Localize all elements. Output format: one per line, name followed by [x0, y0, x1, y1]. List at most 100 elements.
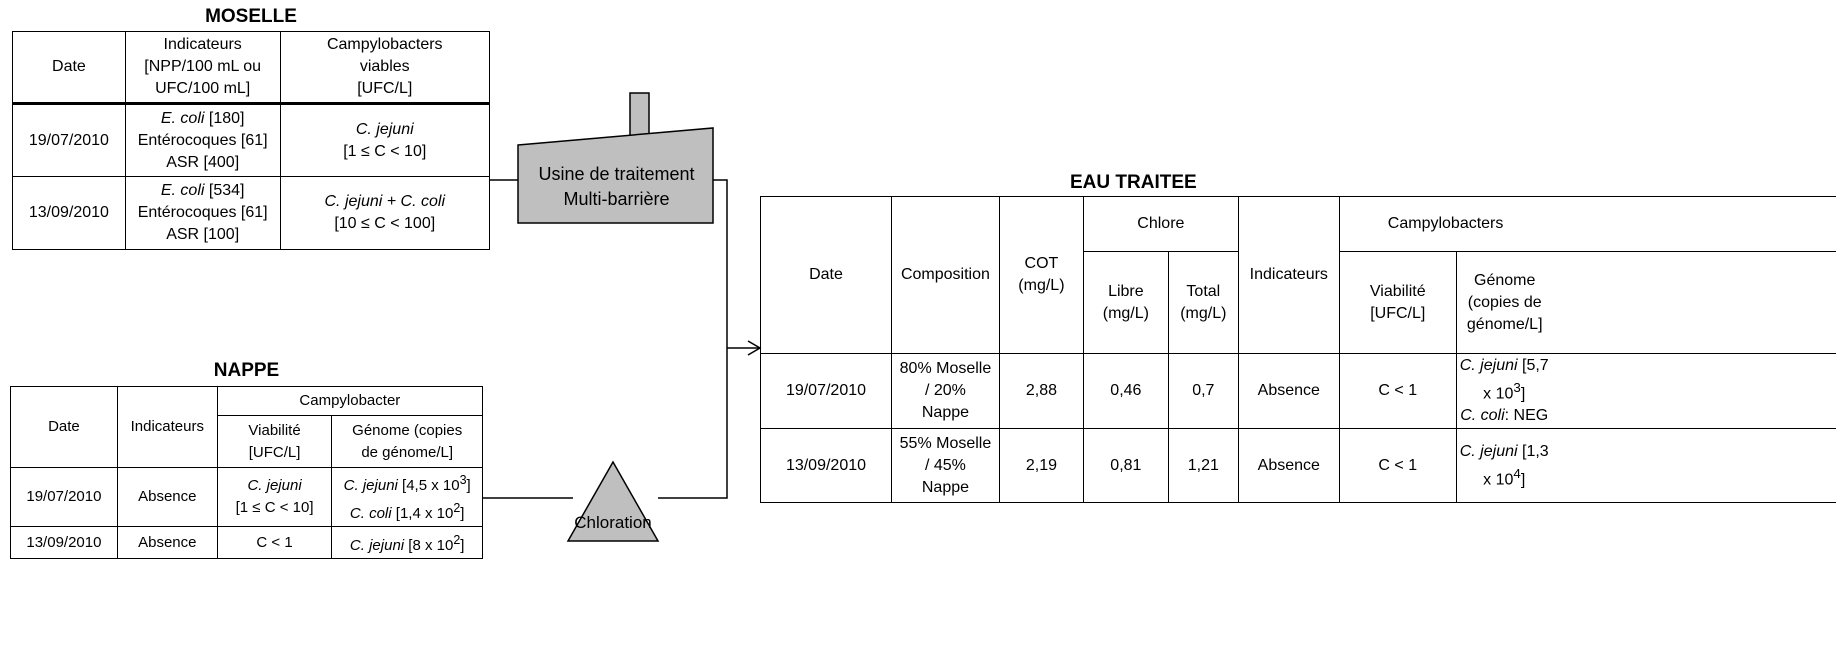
- moselle-row2-asr: ASR [100]: [166, 226, 240, 243]
- nappe-header-viab-line2: [UFC/L]: [248, 443, 301, 461]
- nappe-row1-g2-species: C. coli: [349, 505, 392, 522]
- eau-row1-cot: 2,88: [998, 352, 1084, 430]
- chloration-label: Chloration: [574, 513, 652, 532]
- eau-header-indicateurs: Indicateurs: [1237, 196, 1340, 354]
- eau-header-genome-line3: génome/L]: [1466, 315, 1543, 333]
- usine-line1: Usine de traitement: [538, 164, 695, 184]
- moselle-header-campy-line3: [UFC/L]: [357, 80, 413, 97]
- moselle-row2-campy-range: [10 ≤ C < 100]: [334, 215, 436, 232]
- nappe-row2-indicateurs: Absence: [116, 526, 218, 559]
- eau-row2-viabilite: C < 1: [1338, 428, 1457, 504]
- nappe-row1-g2-exp: 2: [453, 501, 461, 515]
- eau-row1-genome: C. jejuni [5,7 x 103] C. coli: NEG: [1455, 352, 1836, 430]
- moselle-table: Date Indicateurs [NPP/100 mL ou UFC/100 …: [12, 31, 491, 250]
- eau-row1-indicateurs: Absence: [1237, 352, 1340, 430]
- eau-traitee-table: Date Composition COT (mg/L) Chlore Indic…: [760, 196, 1836, 504]
- nappe-row1-viabilite: C. jejuni [1 ≤ C < 10]: [216, 467, 333, 527]
- nappe-row1-g1-species: C. jejuni: [343, 477, 398, 494]
- nappe-row1-g1-end: ]: [466, 477, 471, 494]
- eau-row1-composition: 80% Moselle / 20% Nappe: [890, 352, 1000, 430]
- nappe-row2-g1-exp: 2: [453, 532, 461, 547]
- eau-row2-g-val: [1,3: [1517, 442, 1549, 460]
- eau-row1-viabilite: C < 1: [1338, 352, 1457, 430]
- eau-header-libre-line2: (mg/L): [1102, 304, 1149, 322]
- eau-row2-genome: C. jejuni [1,3 x 104]: [1455, 428, 1836, 504]
- moselle-row2-date: 13/09/2010: [12, 176, 126, 250]
- moselle-row2-campy: C. jejuni + C. coli [10 ≤ C < 100]: [279, 176, 491, 250]
- moselle-header-campy-line2: viables: [359, 58, 410, 75]
- nappe-row1-g1-exp: 3: [459, 473, 467, 487]
- eau-row1-g-exp: 3: [1513, 380, 1521, 395]
- eau-row2-indicateurs: Absence: [1237, 428, 1340, 504]
- eau-header-viab-line1: Viabilité: [1369, 282, 1426, 300]
- eau-header-viab-line2: [UFC/L]: [1370, 304, 1426, 322]
- nappe-title: NAPPE: [213, 360, 280, 381]
- eau-row2-date: 13/09/2010: [760, 428, 892, 504]
- nappe-row2-g1-val: [8 x 10: [404, 536, 454, 554]
- eau-row1-date: 19/07/2010: [760, 352, 892, 430]
- eau-header-genome-line2: (copies de: [1467, 293, 1542, 311]
- eau-row1-comp-line1: 80% Moselle: [899, 360, 992, 378]
- eau-header-viabilite: Viabilité [UFC/L]: [1338, 251, 1457, 354]
- moselle-row2-indicateurs: E. coli [534] Entérocoques [61] ASR [100…: [124, 176, 281, 250]
- eau-header-total-line2: (mg/L): [1180, 304, 1227, 322]
- eau-row1-g-val2: : NEG: [1504, 407, 1549, 425]
- moselle-row1-entero: Entérocoques [61]: [137, 131, 268, 149]
- eau-row2-comp-line3: Nappe: [921, 478, 970, 496]
- eau-header-row1: Date Composition COT (mg/L) Chlore Indic…: [760, 196, 1836, 354]
- moselle-header-campylobacters: Campylobacters viables [UFC/L]: [279, 31, 491, 105]
- nappe-table: Date Indicateurs Campylobacter Viabilité…: [10, 386, 484, 559]
- nappe-header-date: Date: [10, 386, 118, 468]
- eau-row1-comp-line2: / 20%: [924, 382, 966, 400]
- eau-header-genome: Génome (copies de génome/L]: [1455, 251, 1836, 354]
- nappe-row1-date: 19/07/2010: [10, 467, 118, 527]
- eau-traitee-title: EAU TRAITEE: [1070, 172, 1197, 193]
- eau-header-campylobacters: Campylobacters: [1338, 196, 1836, 252]
- chloration-triangle: [566, 460, 660, 542]
- eau-row2-comp-line1: 55% Moselle: [899, 434, 992, 452]
- eau-header-total: Total (mg/L): [1167, 251, 1239, 354]
- eau-row2-cot: 2,19: [998, 428, 1084, 504]
- eau-row2-libre: 0,81: [1082, 428, 1169, 504]
- eau-row1-g-val: [5,7: [1517, 357, 1549, 374]
- eau-row1-total: 0,7: [1167, 352, 1239, 430]
- nappe-row1-indicateurs: Absence: [116, 467, 218, 527]
- moselle-title: MOSELLE: [205, 6, 297, 27]
- eau-header-cot-line2: (mg/L): [1018, 277, 1065, 294]
- nappe-row2-g1-end: ]: [460, 536, 465, 554]
- moselle-row1-date: 19/07/2010: [12, 103, 126, 177]
- eau-header-libre-line1: Libre: [1108, 282, 1144, 300]
- eau-row1-g-species: C. jejuni: [1459, 357, 1518, 374]
- nappe-row1-g2-end: ]: [460, 505, 465, 522]
- eau-row1-g-l2: x 10: [1483, 385, 1514, 403]
- eau-row1-g-species2: C. coli: [1460, 407, 1505, 425]
- eau-header-cot-line1: COT: [1024, 255, 1059, 272]
- eau-row2-comp-line2: / 45%: [924, 456, 966, 474]
- usine-building: [517, 127, 714, 224]
- moselle-header-indicateurs: Indicateurs [NPP/100 mL ou UFC/100 mL]: [124, 31, 281, 105]
- moselle-row1-ecoli-name: E. coli: [160, 109, 205, 127]
- eau-header-chlore: Chlore: [1082, 196, 1239, 252]
- usine-label: Usine de traitement Multi-barrière: [520, 162, 713, 212]
- eau-row2-g-species: C. jejuni: [1459, 442, 1518, 460]
- nappe-row2-g1-species: C. jejuni: [349, 536, 405, 554]
- arrow-head: [747, 340, 762, 356]
- eau-row2-g-l2: x 10: [1483, 470, 1514, 488]
- nappe-row-1: 19/07/2010 Absence C. jejuni [1 ≤ C < 10…: [10, 467, 483, 527]
- moselle-row1-ecoli-val: [180]: [204, 109, 245, 127]
- eau-row1-libre: 0,46: [1082, 352, 1169, 430]
- usine-line2: Multi-barrière: [563, 189, 670, 209]
- moselle-row1-campy-range: [1 ≤ C < 10]: [343, 142, 427, 160]
- moselle-row-2: 13/09/2010 E. coli [534] Entérocoques [6…: [12, 176, 491, 250]
- moselle-row-1: 19/07/2010 E. coli [180] Entérocoques [6…: [12, 103, 491, 177]
- eau-header-genome-line1: Génome: [1474, 271, 1536, 289]
- nappe-header-genome: Génome (copies de génome/L]: [331, 415, 483, 468]
- nappe-header-viabilite: Viabilité [UFC/L]: [216, 415, 333, 468]
- moselle-header-campy-line1: Campylobacters: [326, 36, 443, 53]
- moselle-row2-ecoli-name: E. coli: [160, 182, 205, 199]
- nappe-row-2: 13/09/2010 Absence C < 1 C. jejuni [8 x …: [10, 526, 483, 559]
- eau-row-1: 19/07/2010 80% Moselle / 20% Nappe 2,88 …: [760, 352, 1836, 430]
- moselle-row1-campy: C. jejuni [1 ≤ C < 10]: [279, 103, 491, 177]
- eau-row-2: 13/09/2010 55% Moselle / 45% Nappe 2,19 …: [760, 428, 1836, 504]
